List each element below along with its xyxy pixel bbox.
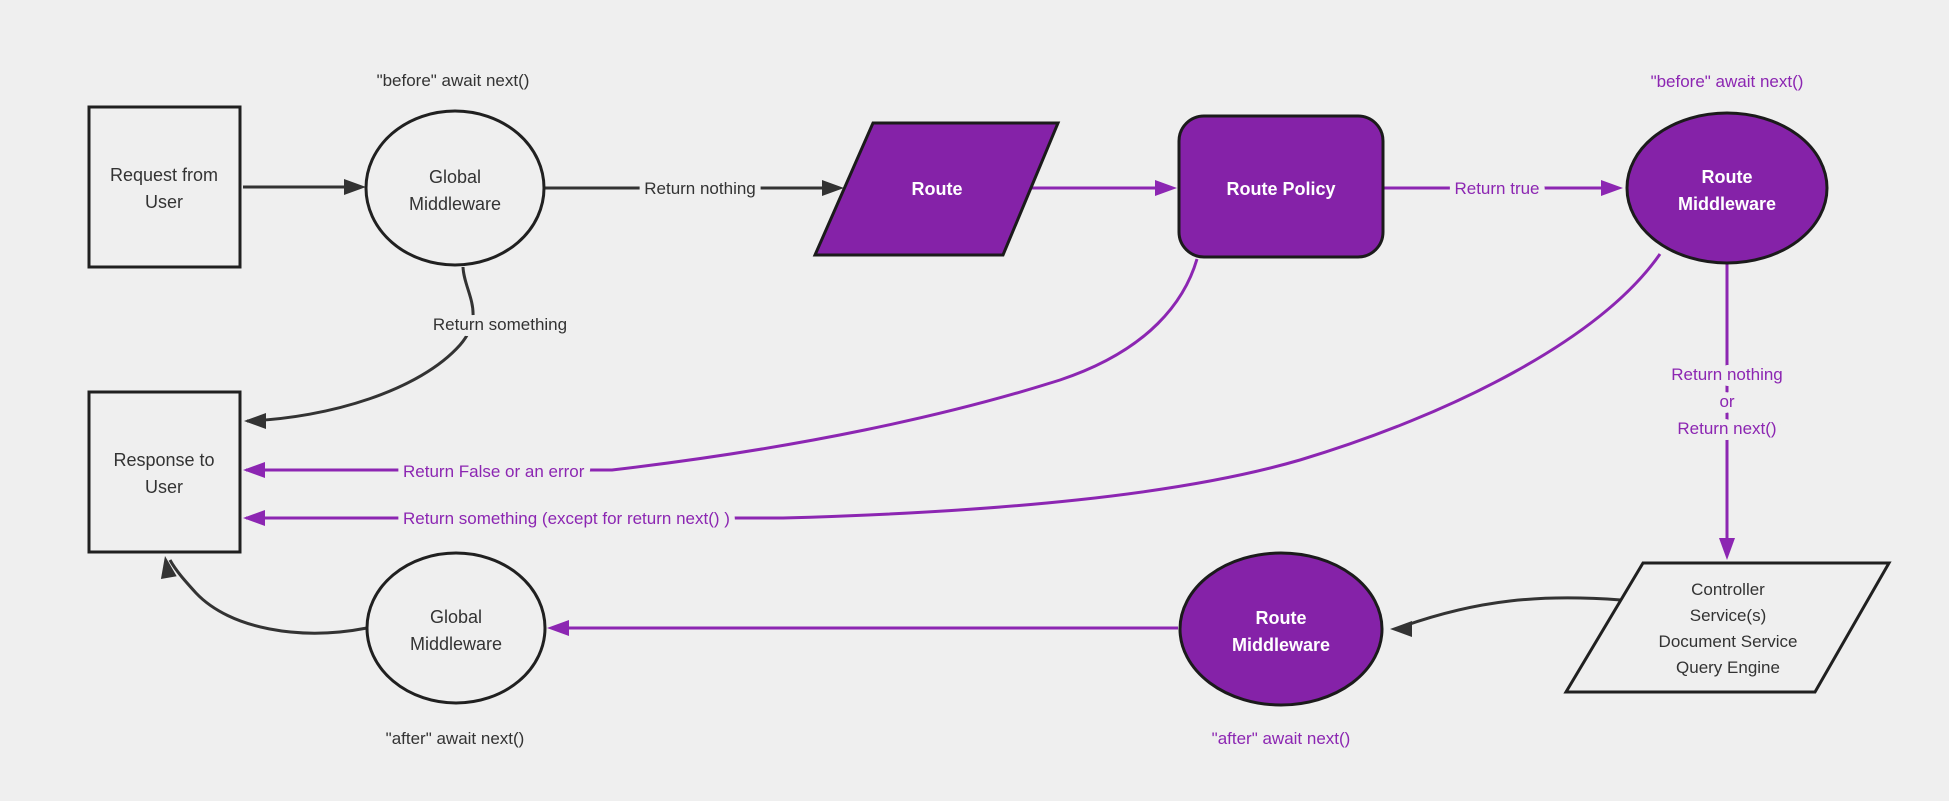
controller-label-line4: Query Engine: [1676, 658, 1780, 677]
route-label: Route: [912, 179, 963, 199]
response-to-user-label-line1: Response to: [113, 450, 214, 470]
edge-global-return-something: [246, 266, 475, 423]
controller-label-line2: Service(s): [1690, 606, 1767, 625]
route-middleware-bottom-ellipse: [1178, 551, 1384, 707]
arrowhead-into-response-bottom: [160, 556, 177, 580]
global-middleware-bottom-ellipse: [365, 551, 547, 705]
global-middleware-top-label-line2: Middleware: [409, 194, 501, 214]
edges: [168, 185, 1729, 635]
arrowhead-into-global-top: [344, 179, 366, 195]
node-route-policy: Route Policy: [1177, 114, 1385, 259]
edge-global-bottom-to-response: [168, 559, 368, 635]
edge-routemw-return-something: [246, 253, 1662, 520]
global-middleware-bottom-label-line2: Middleware: [410, 634, 502, 654]
response-to-user-label-line2: User: [145, 477, 183, 497]
request-from-user-box: [87, 105, 242, 269]
label-return-something-except: Return something (except for return next…: [403, 509, 730, 528]
response-to-user-box: [87, 390, 242, 554]
label-return-false-or-error: Return False or an error: [403, 462, 585, 481]
label-after-await-next-route: "after" await next(): [1212, 729, 1351, 748]
edge-policy-return-false: [246, 258, 1199, 472]
arrowhead-into-controller: [1719, 538, 1735, 560]
global-middleware-top-ellipse: [364, 109, 546, 267]
controller-parallelogram: [1563, 561, 1892, 694]
arrowhead-into-policy: [1155, 180, 1177, 196]
arrowhead-into-global-bottom: [547, 620, 569, 636]
arrowhead-return-something-except: [243, 510, 265, 526]
label-before-await-next-global: "before" await next(): [377, 71, 530, 90]
label-return-nothing-or-line3: Return next(): [1677, 419, 1776, 438]
request-from-user-label-line2: User: [145, 192, 183, 212]
node-global-middleware-top: Global Middleware: [364, 109, 546, 267]
label-return-nothing-or-line1: Return nothing: [1671, 365, 1783, 384]
edge-controller-to-routemw-bottom: [1403, 596, 1622, 628]
route-middleware-top-ellipse: [1625, 111, 1829, 265]
arrowhead-return-something: [244, 413, 266, 429]
label-return-nothing: Return nothing: [644, 179, 756, 198]
controller-label-line3: Document Service: [1659, 632, 1798, 651]
label-before-await-next-route: "before" await next(): [1651, 72, 1804, 91]
label-return-true: Return true: [1454, 179, 1539, 198]
controller-label-line1: Controller: [1691, 580, 1765, 599]
node-route-middleware-bottom: Route Middleware: [1178, 551, 1384, 707]
route-parallelogram: [812, 121, 1061, 257]
global-middleware-top-label-line1: Global: [429, 167, 481, 187]
node-request-from-user: Request from User: [87, 105, 242, 269]
global-middleware-bottom-label-line1: Global: [430, 607, 482, 627]
arrowhead-return-false: [243, 462, 265, 478]
request-from-user-label-line1: Request from: [110, 165, 218, 185]
arrowhead-into-routemw-bottom: [1390, 621, 1412, 637]
route-middleware-bottom-label-line1: Route: [1256, 608, 1307, 628]
arrowhead-into-route: [822, 180, 844, 196]
route-middleware-bottom-label-line2: Middleware: [1232, 635, 1330, 655]
node-response-to-user: Response to User: [87, 390, 242, 554]
label-return-nothing-or-line2: or: [1719, 392, 1734, 411]
arrowheads: [160, 179, 1735, 637]
arrowhead-into-routemw-top: [1601, 180, 1623, 196]
route-policy-label: Route Policy: [1226, 179, 1335, 199]
node-route-middleware-top: Route Middleware: [1625, 111, 1829, 265]
route-middleware-top-label-line2: Middleware: [1678, 194, 1776, 214]
node-controller-services: Controller Service(s) Document Service Q…: [1563, 561, 1892, 694]
node-global-middleware-bottom: Global Middleware: [365, 551, 547, 705]
label-return-something: Return something: [433, 315, 567, 334]
route-policy-box: [1177, 114, 1385, 259]
node-route: Route: [812, 121, 1061, 257]
edge-labels: "before" await next() Return nothing Ret…: [377, 71, 1804, 748]
label-after-await-next-global: "after" await next(): [386, 729, 525, 748]
route-middleware-top-label-line1: Route: [1702, 167, 1753, 187]
